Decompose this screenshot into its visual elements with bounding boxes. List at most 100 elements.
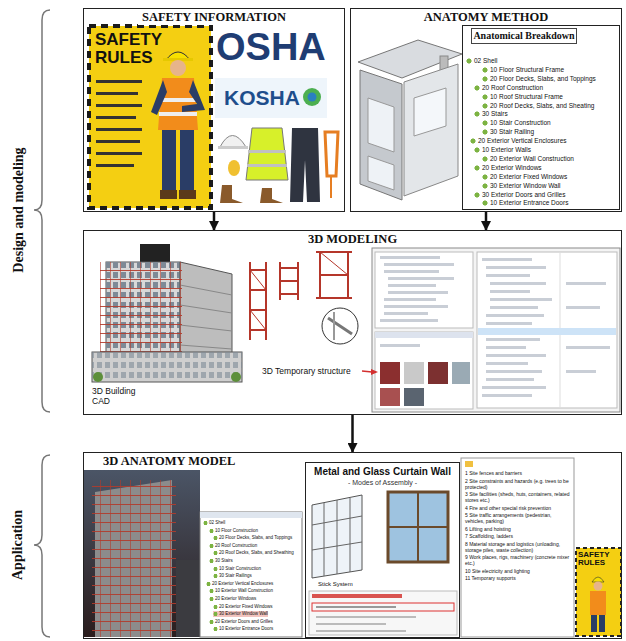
illustration-rect	[316, 616, 416, 618]
illustration-rect	[96, 164, 134, 167]
illustration-rect	[176, 560, 200, 637]
illustration-rect	[486, 346, 526, 349]
illustration-line	[362, 371, 372, 372]
illustration-line	[280, 280, 298, 282]
section-label: Design and modeling	[10, 147, 26, 272]
illustration-polygon	[368, 156, 394, 190]
illustration-rect	[96, 92, 138, 95]
illustration-line	[350, 498, 351, 572]
poster-title: SAFETY RULES	[578, 551, 620, 568]
illustration-path	[260, 188, 283, 203]
tree-item: 10 Floor Structural Frame	[482, 66, 564, 74]
illustration-rect	[96, 140, 140, 143]
illustration-rect	[384, 263, 454, 266]
tree-item: 10 Exterior Wall Construction	[209, 588, 273, 594]
list-item: 8 Material storage and logistics (unload…	[465, 541, 571, 553]
illustration-rect	[96, 128, 142, 131]
tree-item: 10 Stair Construction	[213, 566, 261, 572]
illustration-polygon	[414, 88, 446, 136]
illustration-rect	[486, 314, 544, 317]
window-box: Metal and Glass Curtain Wall- Modes of A…	[305, 462, 460, 638]
illustration-path	[246, 128, 288, 180]
illustration-line	[320, 274, 348, 276]
list-item: 6 Lifting and hoisting	[465, 526, 571, 532]
illustration-path	[325, 132, 338, 176]
node-title: Metal and Glass Curtain Wall	[308, 466, 457, 477]
illustration-path	[371, 369, 378, 375]
illustration-rect	[486, 362, 528, 365]
illustration-polygon	[312, 495, 362, 578]
figure-caption: Stick System	[318, 581, 353, 587]
tree-item: 02 Shell	[203, 520, 225, 526]
illustration-rect	[566, 306, 600, 309]
illustration-rect	[388, 492, 448, 562]
illustration-rect	[388, 284, 436, 287]
illustration-line	[280, 293, 298, 295]
node-title: 3D ANATOMY MODEL	[99, 454, 239, 469]
illustration-rect	[486, 338, 540, 341]
illustration-rect	[384, 305, 448, 308]
illustration-rect	[96, 104, 142, 107]
tree-item: 20 Exterior Wall Construction	[482, 155, 574, 163]
illustration-rect	[140, 244, 170, 262]
illustration-line	[328, 318, 352, 334]
tree-item: 10 Exterior Entrance Doors	[482, 199, 568, 207]
illustration-rect	[599, 615, 605, 632]
tree-item: 20 Exterior Doors and Grilles	[209, 619, 273, 625]
illustration-rect	[478, 328, 616, 335]
illustration-path	[182, 80, 205, 112]
illustration-rect	[316, 606, 396, 608]
illustration-line	[330, 176, 332, 198]
illustration-rect	[200, 512, 302, 518]
tree-item: 30 Stairs	[209, 558, 233, 564]
illustration-rect	[404, 362, 424, 384]
figure-caption: 3D Building CAD	[92, 386, 146, 406]
illustration-rect	[477, 252, 617, 408]
illustration-rect	[576, 548, 621, 636]
tree-item: 20 Exterior Vertical Enclosures	[470, 137, 567, 145]
illustration-rect	[486, 378, 534, 381]
illustration-polygon	[404, 64, 458, 196]
illustration-rect	[461, 458, 574, 637]
illustration-rect	[452, 362, 470, 384]
illustration-rect	[590, 591, 606, 615]
illustration-line	[388, 526, 448, 528]
list-item: 5 Site traffic arrangements (pedestrian,…	[465, 512, 571, 524]
illustration-rect	[305, 462, 460, 638]
list-item: 11 Temporary supports	[465, 575, 571, 581]
node-title: ANATOMY METHOD	[420, 10, 552, 25]
node-title: 3D MODELING	[304, 232, 401, 247]
illustration-rect	[162, 130, 176, 190]
illustration-rect	[179, 190, 196, 199]
tree-item: 10 Roof Structural Frame	[482, 93, 563, 101]
illustration-circle	[308, 93, 317, 102]
illustration-g	[312, 498, 362, 576]
illustration-circle	[93, 372, 103, 382]
tree-item: 30 Stair Railings	[213, 573, 252, 579]
flow-arrow	[351, 415, 354, 452]
list-item: 10 Site electricity and lighting	[465, 568, 571, 574]
illustration-circle	[594, 582, 603, 591]
illustration-rect	[92, 352, 242, 382]
tree-item: 20 Roof Construction	[209, 543, 257, 549]
illustration-rect	[84, 470, 200, 637]
illustration-line	[249, 262, 251, 340]
tree-item: 20 Roof Decks, Slabs, and Sheating	[482, 102, 594, 110]
illustration-rect	[96, 116, 136, 119]
illustration-line	[180, 305, 232, 313]
illustration-circle	[303, 88, 321, 106]
illustration-path	[34, 455, 50, 637]
illustration-rect	[380, 344, 420, 347]
illustration-rect	[404, 388, 424, 406]
illustration-rect	[375, 252, 473, 328]
node-title: Anatomical Breakdown	[471, 28, 577, 44]
illustration-line	[320, 252, 348, 275]
poster-title: SAFETY RULES	[95, 31, 175, 67]
tree-item: 20 Exterior Vertical Enclosures	[206, 581, 273, 587]
illustration-circle	[231, 372, 241, 382]
illustration-line	[180, 325, 232, 331]
tree-item: 20 Roof Construction	[474, 84, 543, 92]
illustration-rect	[566, 370, 596, 373]
illustration-rect	[490, 290, 530, 293]
